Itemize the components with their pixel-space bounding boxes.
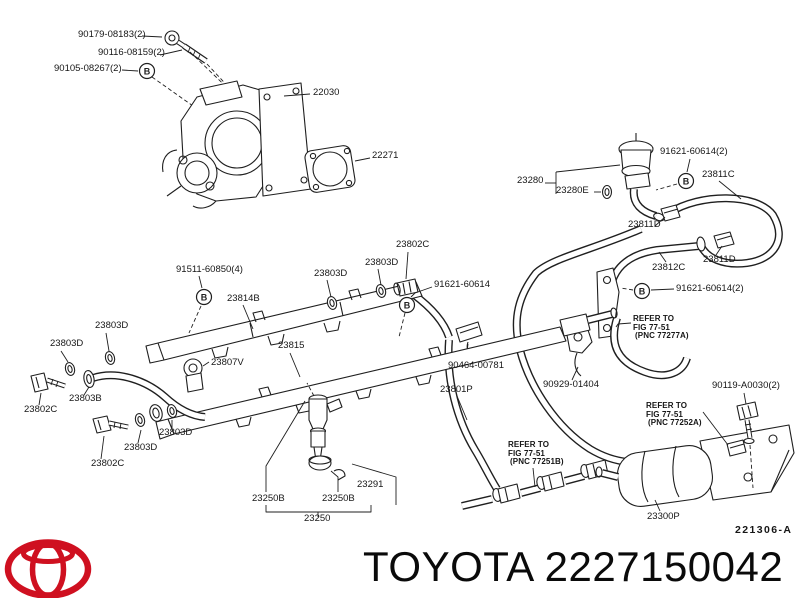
refer-note-line: (PNC 77277A) xyxy=(635,331,689,340)
circled-b-marker: B xyxy=(195,288,213,306)
refer-note-line: (PNC 77251B) xyxy=(510,457,564,466)
part-callout: 23807V xyxy=(211,357,244,368)
part-callout: 23280 xyxy=(517,175,544,186)
refer-note: REFER TO FIG 77-51 (PNC 77251B) xyxy=(508,440,564,467)
part-callout: 23811D xyxy=(703,254,736,265)
injector-assembly-drawing xyxy=(265,382,397,517)
refer-note-line: REFER TO xyxy=(508,440,550,449)
part-callout: 23803D xyxy=(124,442,158,453)
refer-note-line: FIG 77-51 xyxy=(646,409,683,419)
part-callout: 23250 xyxy=(304,513,331,524)
refer-note-line: FIG 77-51 xyxy=(508,448,545,458)
part-callout: 23280E xyxy=(556,185,589,196)
part-callout: 91511-60850(4) xyxy=(176,264,243,275)
circled-b-marker: B xyxy=(398,296,416,314)
part-callout: 22271 xyxy=(372,150,399,161)
part-callout: 23803D xyxy=(365,257,399,268)
marker-letter: B xyxy=(404,301,411,311)
part-callout: 90105-08267(2) xyxy=(54,63,122,74)
part-callout: 23803B xyxy=(69,393,102,404)
refer-note-line: FIG 77-51 xyxy=(633,322,670,332)
part-callout: 23812C xyxy=(652,262,686,273)
part-callout: 23250B xyxy=(322,493,355,504)
part-callout: 23300P xyxy=(647,511,680,522)
circled-b-marker: B xyxy=(677,172,695,190)
refer-note-line: REFER TO xyxy=(646,401,688,410)
marker-letter: B xyxy=(639,287,646,297)
bolt-size-markers: B B B B B xyxy=(138,62,695,314)
part-callout: 23803D xyxy=(159,427,193,438)
part-callout: 23802C xyxy=(396,239,430,250)
part-callout: 90464-00781 xyxy=(448,360,504,371)
part-callout: 23291 xyxy=(357,479,384,490)
part-callout: 91621-60614(2) xyxy=(660,146,728,157)
part-callout: 90929-01404 xyxy=(543,379,599,390)
part-callout: 91621-60614 xyxy=(434,279,490,290)
part-callout: 90179-08183(2) xyxy=(78,29,146,40)
part-callout: 23811C xyxy=(702,169,735,180)
coupler-fittings-drawing xyxy=(461,459,609,510)
refer-note-line: REFER TO xyxy=(633,314,675,323)
gasket-drawing xyxy=(304,145,371,193)
circled-b-marker: B xyxy=(633,282,651,300)
part-callout: 23250B xyxy=(252,493,285,504)
part-callout: 90116-08159(2) xyxy=(98,47,165,58)
part-callout: 23803D xyxy=(50,338,84,349)
part-callout: 23801P xyxy=(440,384,473,395)
refer-note: REFER TO FIG 77-51 (PNC 77277A) xyxy=(633,314,689,341)
figure-code: 221306-A xyxy=(735,524,793,536)
inlet-pipe-drawing xyxy=(30,332,206,460)
refer-note: REFER TO FIG 77-51 (PNC 77252A) xyxy=(646,401,702,428)
part-callout: 90119-A0030(2) xyxy=(712,380,780,391)
part-callout: 23814B xyxy=(227,293,260,304)
part-callout: 91621-60614(2) xyxy=(676,283,744,294)
part-callout: 23811D xyxy=(628,219,661,230)
marker-letter: B xyxy=(683,177,690,187)
fuel-rails-drawing xyxy=(145,251,618,440)
circled-b-marker: B xyxy=(138,62,156,80)
fuel-filter-drawing xyxy=(595,392,795,512)
part-callout: 23802C xyxy=(24,404,58,415)
part-callout: 23802C xyxy=(91,458,125,469)
toyota-logo xyxy=(4,539,92,598)
marker-letter: B xyxy=(144,67,151,77)
footer-part-number: TOYOTA 2227150042 xyxy=(363,543,784,590)
marker-letter: B xyxy=(201,293,208,303)
part-callout: 23815 xyxy=(278,340,305,351)
pressure-regulator-drawing xyxy=(545,133,691,222)
bolt-and-stud-icons xyxy=(121,30,251,119)
part-callout: 23803D xyxy=(95,320,129,331)
part-callout: 22030 xyxy=(313,87,340,98)
throttle-body-drawing xyxy=(162,80,312,209)
part-callout: 23803D xyxy=(314,268,348,279)
refer-note-line: (PNC 77252A) xyxy=(648,418,702,427)
vacuum-hoses-drawing xyxy=(596,180,783,380)
